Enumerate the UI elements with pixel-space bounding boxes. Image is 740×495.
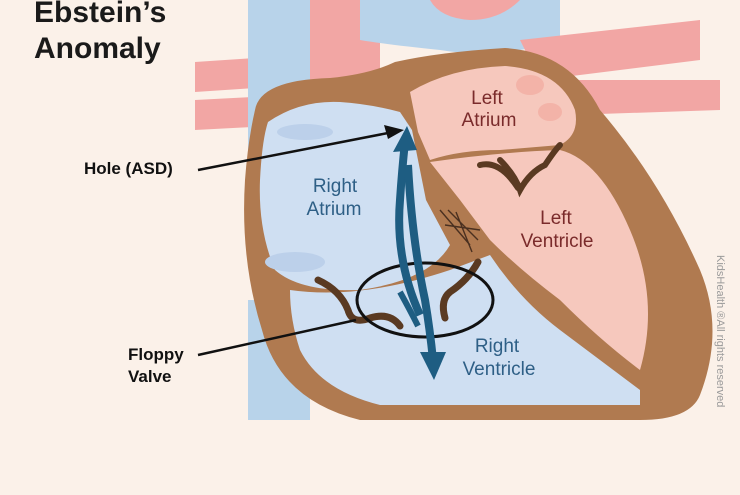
pulmonary-vessel bbox=[360, 0, 560, 54]
floppy-pointer-line bbox=[197, 318, 357, 357]
atrium-highlight bbox=[516, 75, 544, 95]
aortic-arch bbox=[430, 0, 520, 20]
hole-pointer-arrowhead bbox=[384, 125, 404, 139]
chordae bbox=[439, 209, 481, 253]
left-ventricle-label-line2: Ventricle bbox=[520, 231, 594, 252]
floppy-valve-label-line1: Floppy bbox=[128, 345, 184, 364]
hole-asd-label: Hole (ASD) bbox=[84, 159, 173, 178]
left-ventricle-chamber bbox=[430, 150, 648, 370]
atrium-highlight-2 bbox=[538, 103, 562, 121]
mitral-valve bbox=[497, 142, 563, 198]
pulmonary-vein-lower bbox=[560, 80, 720, 115]
ra-highlight bbox=[265, 252, 325, 272]
floppy-valve-label-line2: Valve bbox=[128, 367, 172, 386]
heart-diagram bbox=[195, 0, 720, 420]
blood-flow-arrow-down bbox=[404, 164, 437, 361]
diagram-title-line2: Anomaly bbox=[34, 32, 161, 65]
mitral-valve-left bbox=[477, 161, 521, 191]
copyright-credit: KidsHealth ®All rights reserved bbox=[714, 255, 726, 408]
right-ventricle-label-line2: Ventricle bbox=[462, 359, 536, 380]
blood-flow-arrowhead-down bbox=[420, 352, 446, 380]
right-atrium-label-line2: Atrium bbox=[306, 199, 362, 220]
hole-pointer-line bbox=[197, 131, 389, 172]
left-ventricle-label-line1: Left bbox=[540, 208, 572, 229]
floppy-valve-outline bbox=[355, 261, 495, 339]
right-ventricle-label-line1: Right bbox=[474, 336, 520, 357]
ra-highlight-top bbox=[277, 124, 333, 140]
blood-flow-arrow-icon bbox=[395, 141, 424, 317]
right-atrium-label-line1: Right bbox=[312, 176, 358, 197]
diagram-title-line1: Ebstein’s bbox=[34, 0, 167, 29]
left-atrium-label-line1: Left bbox=[471, 88, 503, 109]
pulmonary-vein-upper bbox=[520, 20, 700, 80]
blood-flow-arrow-short bbox=[397, 290, 421, 328]
blood-flow-arrowhead-up bbox=[393, 126, 417, 152]
left-atrium-label-line2: Atrium bbox=[461, 110, 517, 131]
